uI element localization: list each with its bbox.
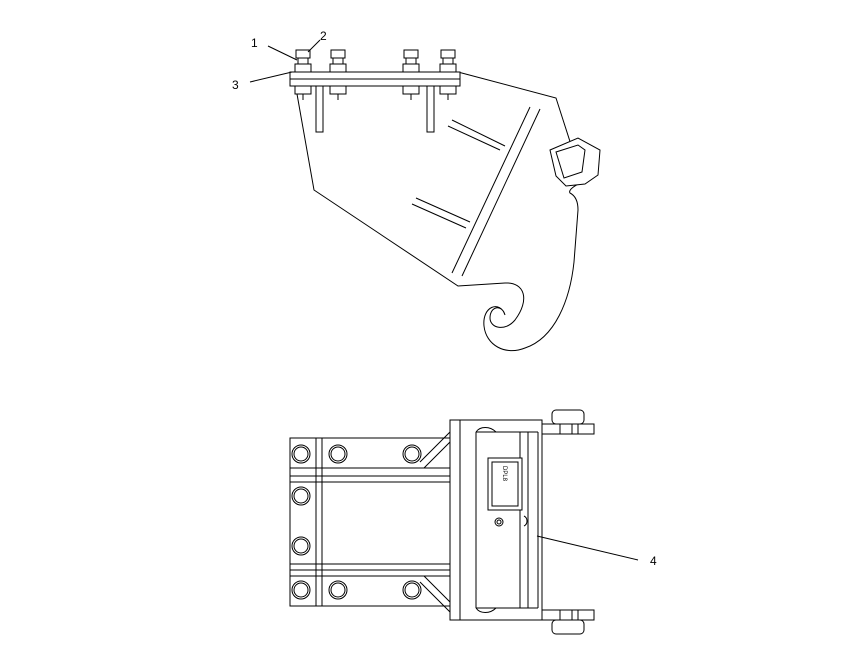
top-lower-rail xyxy=(290,563,450,577)
top-plate-caps xyxy=(475,427,497,613)
top-left-column xyxy=(289,438,323,606)
bolt-3 xyxy=(402,49,420,100)
leader-4 xyxy=(536,535,639,561)
top-frame-outline xyxy=(289,437,451,607)
top-upper-rail xyxy=(290,467,450,483)
bolt-1 xyxy=(294,49,312,100)
name-plate-label: DPL8 xyxy=(501,466,507,482)
name-plate xyxy=(487,457,523,511)
top-pin-bar-lower xyxy=(541,609,595,621)
top-pin-bar-upper xyxy=(541,423,595,435)
callout-2: 2 xyxy=(320,29,327,43)
side-body-outline xyxy=(296,71,584,352)
stud-right xyxy=(426,85,435,133)
side-diagonal-frame xyxy=(451,106,541,277)
callout-3: 3 xyxy=(232,78,239,92)
fitting-left xyxy=(494,517,504,527)
fitting-right xyxy=(523,515,528,527)
top-pin-cap-lower xyxy=(551,619,585,635)
side-hook-tab xyxy=(549,137,601,187)
name-plate-inner xyxy=(491,461,519,507)
side-rod-upper xyxy=(447,119,506,151)
side-rod-lower xyxy=(411,197,471,229)
side-view: 1 2 3 xyxy=(232,29,601,352)
stud-left xyxy=(315,85,324,133)
top-gussets xyxy=(419,431,455,613)
callout-4: 4 xyxy=(650,554,657,568)
top-holes xyxy=(291,444,422,600)
bolt-4 xyxy=(439,49,457,100)
bolt-2 xyxy=(329,49,347,100)
side-hook-tab-inner xyxy=(555,144,586,179)
leader-2 xyxy=(307,39,321,53)
fitting-left-inner xyxy=(496,519,502,525)
leader-1 xyxy=(267,45,298,61)
top-main-plate-lines xyxy=(459,420,539,620)
top-pin-cap-upper xyxy=(551,409,585,425)
leader-3 xyxy=(249,71,293,83)
top-view: DPL8 4 xyxy=(289,409,657,635)
callout-1: 1 xyxy=(251,36,258,50)
